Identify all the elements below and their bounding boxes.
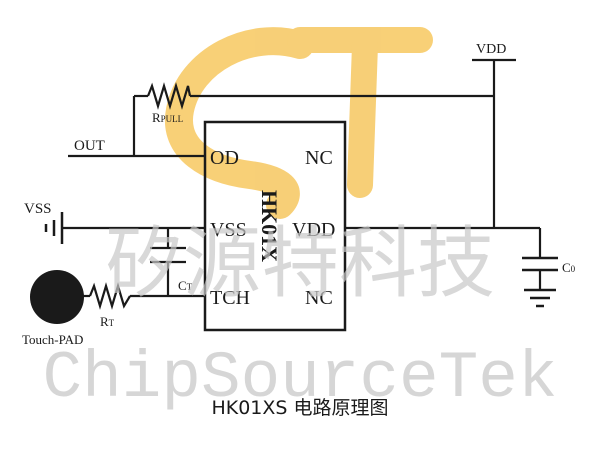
vss-net-label: VSS [24, 201, 52, 217]
rpull-label: RPULL [152, 110, 183, 125]
c0-label-main: C [562, 260, 571, 275]
pin-tch-label: TCH [210, 287, 250, 309]
wires [62, 58, 542, 298]
ground-symbol [524, 288, 556, 308]
touch-pad-electrode [30, 270, 84, 324]
watermark-chinese: 矽源特科技 [105, 219, 495, 309]
chip-part-number: HK01X [257, 190, 282, 262]
out-net-label: OUT [74, 138, 105, 154]
vss-supply-symbol [44, 212, 64, 244]
ct-label-main: C [178, 278, 187, 293]
rt-label-main: R [100, 314, 109, 329]
c0-capacitor-symbol [522, 256, 558, 272]
watermark-english: ChipSourceTek [43, 341, 558, 416]
rpull-label-sub: PULL [161, 114, 184, 124]
rt-label-sub: T [109, 318, 115, 328]
c0-label-sub: 0 [571, 264, 576, 274]
c0-label: C0 [562, 260, 576, 275]
ct-label-sub: T [187, 282, 193, 292]
pin-vss-label: VSS [210, 219, 247, 241]
rpull-label-main: R [152, 110, 161, 125]
pin-nc-bottom-label: NC [305, 287, 333, 309]
rpull-resistor-symbol [146, 82, 192, 110]
rt-label: RT [100, 314, 115, 329]
vdd-net-label: VDD [476, 42, 506, 57]
rt-resistor-symbol [88, 282, 131, 310]
pin-nc-top-label: NC [305, 147, 333, 169]
ct-label: CT [178, 278, 193, 293]
pin-vdd-label: VDD [292, 219, 335, 241]
diagram-caption: HK01XS 电路原理图 [211, 397, 388, 419]
pin-od-label: OD [210, 147, 239, 169]
touch-pad-label: Touch-PAD [22, 332, 83, 347]
st-logo-watermark [164, 27, 433, 219]
ic-body [203, 120, 347, 332]
